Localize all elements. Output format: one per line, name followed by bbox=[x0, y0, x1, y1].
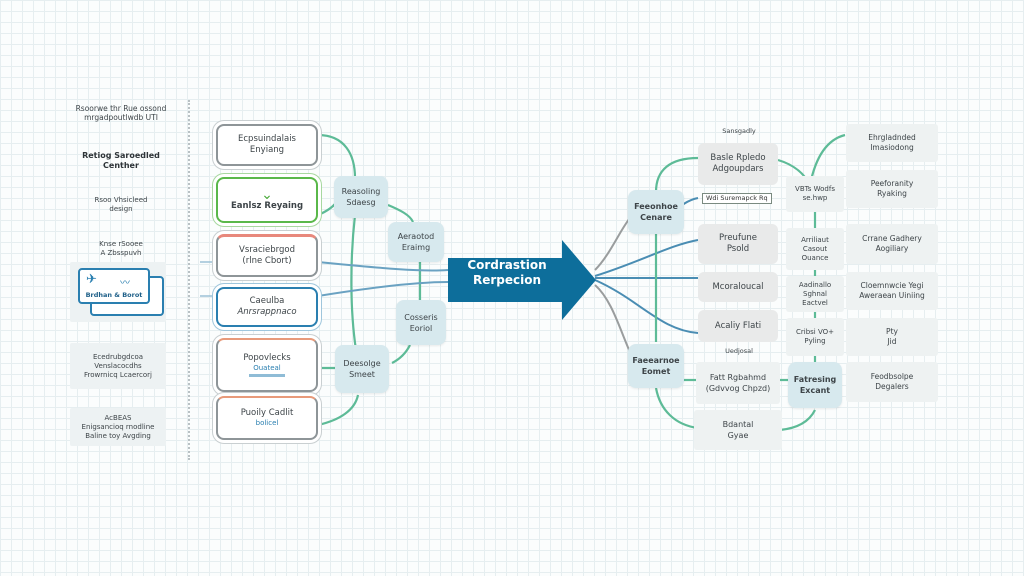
mid-node-1-label: Reasoling Sdaesg bbox=[341, 187, 381, 207]
input-card-6-title: Puoily Cadlit bbox=[240, 408, 294, 418]
gray-box-1-label: Basle Rpledo Adgoupdars bbox=[710, 153, 766, 174]
gray-box-3[interactable]: Preufune Psold bbox=[698, 224, 778, 264]
link-blue-r1 bbox=[594, 239, 699, 277]
link-green-e bbox=[317, 394, 360, 427]
right-node-1[interactable]: Feeonhoe Cenare bbox=[628, 190, 684, 234]
gray-box-4-label: Mcoraloucal bbox=[712, 281, 764, 292]
mid-node-3-label: Cosseris Eoriol bbox=[404, 312, 438, 333]
link-green-c bbox=[391, 344, 411, 364]
link-green-r7 bbox=[779, 409, 816, 432]
input-card-1[interactable]: Ecpsuindalais Enyiang bbox=[216, 124, 318, 166]
gray-box-7-label: Bdantal Gyae bbox=[722, 420, 754, 440]
input-card-4[interactable]: Caeulba Anrsrappnaco bbox=[216, 287, 318, 327]
gray-box-1[interactable]: Basle Rpledo Adgoupdars bbox=[698, 143, 778, 185]
left-note: Knse rSooee A Zbsspuvh bbox=[99, 240, 143, 257]
far-left-3-label: Aadinallo Sghnal Eactvel bbox=[798, 280, 832, 307]
input-card-5-subtitle: Ouateal bbox=[253, 364, 281, 372]
far-right-5-label: Pty Jid bbox=[886, 327, 898, 346]
link-blue-1 bbox=[317, 261, 449, 272]
far-right-4-label: Cloemnwcie Yegi Aweraean Uiniing bbox=[859, 281, 925, 300]
far-right-2-label: Peeforanity Ryaking bbox=[870, 179, 914, 198]
left-card-1-text: Ecedrubgdcoa Venslacocdhs Frowrnicq Lcae… bbox=[84, 352, 152, 379]
input-card-4-title: Caeulba bbox=[249, 296, 285, 306]
input-card-2[interactable]: ⌄ Eanlsz Reyaing bbox=[216, 177, 318, 223]
gray-box-5[interactable]: Acaliy Flati bbox=[698, 310, 778, 342]
mid-node-1[interactable]: Reasoling Sdaesg bbox=[334, 176, 388, 218]
input-card-3-title: Vsraciebrgod bbox=[239, 245, 295, 255]
column-divider bbox=[188, 100, 190, 460]
left-card-2[interactable]: AcBEAS Enigsancioq rnodline Baline toy A… bbox=[70, 408, 166, 446]
input-card-3[interactable]: Vsraciebrgod (rlne Cbort) bbox=[216, 234, 318, 277]
far-right-6[interactable]: Feodbsolpe Degalers bbox=[846, 362, 938, 402]
link-blue-r3 bbox=[594, 279, 699, 334]
central-arrow[interactable] bbox=[446, 240, 598, 320]
left-subtitle: Rsoo Vhsicleed design bbox=[94, 196, 148, 213]
link-green-r-top bbox=[654, 156, 699, 193]
gray-box-5-label: Acaliy Flati bbox=[714, 320, 762, 331]
input-card-1-subtitle: Enyiang bbox=[249, 145, 285, 155]
left-card-1[interactable]: Ecedrubgdcoa Venslacocdhs Frowrnicq Lcae… bbox=[70, 343, 166, 389]
far-right-3-label: Crrane Gadhery Aogiliary bbox=[862, 234, 922, 253]
far-left-3[interactable]: Aadinallo Sghnal Eactvel bbox=[786, 276, 844, 312]
far-left-1-label: VBTs Wodfs se.hwp bbox=[795, 185, 835, 202]
wave-icon: 〰 bbox=[120, 278, 130, 289]
far-left-1[interactable]: VBTs Wodfs se.hwp bbox=[786, 176, 844, 212]
gray-box-1-caption: Sansgadly bbox=[722, 127, 756, 135]
far-right-1-label: Ehrgladnded Imasiodong bbox=[868, 133, 916, 152]
link-gray-down bbox=[594, 284, 631, 353]
gray-box-2-tag[interactable]: Wdi Suremapck Rq bbox=[702, 193, 772, 204]
input-card-3-subtitle: (rlne Cbort) bbox=[242, 256, 292, 266]
mid-node-4-label: Deesolge Smeet bbox=[343, 359, 381, 379]
central-arrow-shape bbox=[448, 240, 596, 320]
link-green-spine bbox=[350, 214, 358, 351]
far-left-5-label: Fatresing Excant bbox=[793, 375, 837, 395]
right-node-2[interactable]: Faeearnoe Eomet bbox=[628, 344, 684, 388]
badge-front: ✈ 〰 Brdhan & Borot bbox=[78, 268, 150, 304]
input-card-6-subtitle: bolicel bbox=[255, 419, 279, 427]
input-card-1-title: Ecpsuindalais bbox=[238, 134, 296, 144]
input-card-6[interactable]: Puoily Cadlit bolicel bbox=[216, 396, 318, 440]
left-badge-card[interactable]: ✈ 〰 Brdhan & Borot bbox=[70, 262, 166, 322]
mid-node-2[interactable]: Aeraotod Eraimg bbox=[388, 222, 444, 262]
link-green-top bbox=[317, 133, 357, 179]
link-green-a bbox=[387, 203, 415, 223]
mid-node-3[interactable]: Cosseris Eoriol bbox=[396, 300, 446, 345]
far-left-2[interactable]: Arriliaut Casout Ouance bbox=[786, 228, 844, 270]
far-right-5[interactable]: Pty Jid bbox=[846, 318, 938, 356]
far-right-6-label: Feodbsolpe Degalers bbox=[870, 372, 914, 391]
far-right-2[interactable]: Peeforanity Ryaking bbox=[846, 170, 938, 208]
far-left-4[interactable]: Cribsi VO+ Pyling bbox=[786, 318, 844, 356]
input-card-4-subtitle: Anrsrappnaco bbox=[237, 307, 297, 317]
left-card-2-text: AcBEAS Enigsancioq rnodline Baline toy A… bbox=[81, 413, 155, 440]
input-card-5-title: Popovlecks bbox=[243, 353, 291, 363]
far-left-4-label: Cribsi VO+ Pyling bbox=[795, 328, 834, 345]
link-green-r-bot bbox=[654, 387, 699, 430]
left-title: Retiog Saroedled Centher bbox=[82, 151, 160, 170]
right-node-1-label: Feeonhoe Cenare bbox=[634, 202, 678, 222]
far-right-1[interactable]: Ehrgladnded Imasiodong bbox=[846, 124, 938, 162]
far-right-4[interactable]: Cloemnwcie Yegi Aweraean Uiniing bbox=[846, 272, 938, 310]
link-blue-2 bbox=[317, 281, 449, 297]
mid-node-2-label: Aeraotod Eraimg bbox=[397, 232, 435, 252]
right-node-2-label: Faeearnoe Eomet bbox=[632, 356, 680, 376]
link-gray-up bbox=[594, 217, 631, 271]
gray-box-7[interactable]: Bdantal Gyae bbox=[694, 410, 782, 450]
gray-box-5-caption: Uedjosal bbox=[725, 347, 753, 355]
bird-icon: ✈ bbox=[86, 272, 97, 287]
central-arrow-label: Cordrastion Rerpecion bbox=[467, 258, 547, 287]
mid-node-4[interactable]: Deesolge Smeet bbox=[335, 345, 389, 393]
input-card-5-bar bbox=[249, 374, 285, 377]
checkmark-icon: ⌄ bbox=[261, 186, 273, 203]
gray-box-6-label: Fatt Rgbahmd (Gdvvog Chpzd) bbox=[705, 373, 771, 393]
badge-label: Brdhan & Borot bbox=[85, 291, 143, 299]
input-card-2-title: Eanlsz Reyaing bbox=[230, 200, 304, 211]
gray-box-4[interactable]: Mcoraloucal bbox=[698, 272, 778, 302]
far-left-2-label: Arriliaut Casout Ouance bbox=[801, 235, 829, 262]
far-left-5[interactable]: Fatresing Excant bbox=[788, 362, 842, 408]
left-header: Rsoorwe thr Rue ossond mrgadpoutlwdb UTI bbox=[75, 104, 167, 122]
gray-box-3-label: Preufune Psold bbox=[719, 233, 757, 254]
far-right-3[interactable]: Crrane Gadhery Aogiliary bbox=[846, 224, 938, 264]
input-card-5[interactable]: Popovlecks Ouateal bbox=[216, 338, 318, 392]
gray-box-6[interactable]: Fatt Rgbahmd (Gdvvog Chpzd) bbox=[696, 362, 780, 404]
